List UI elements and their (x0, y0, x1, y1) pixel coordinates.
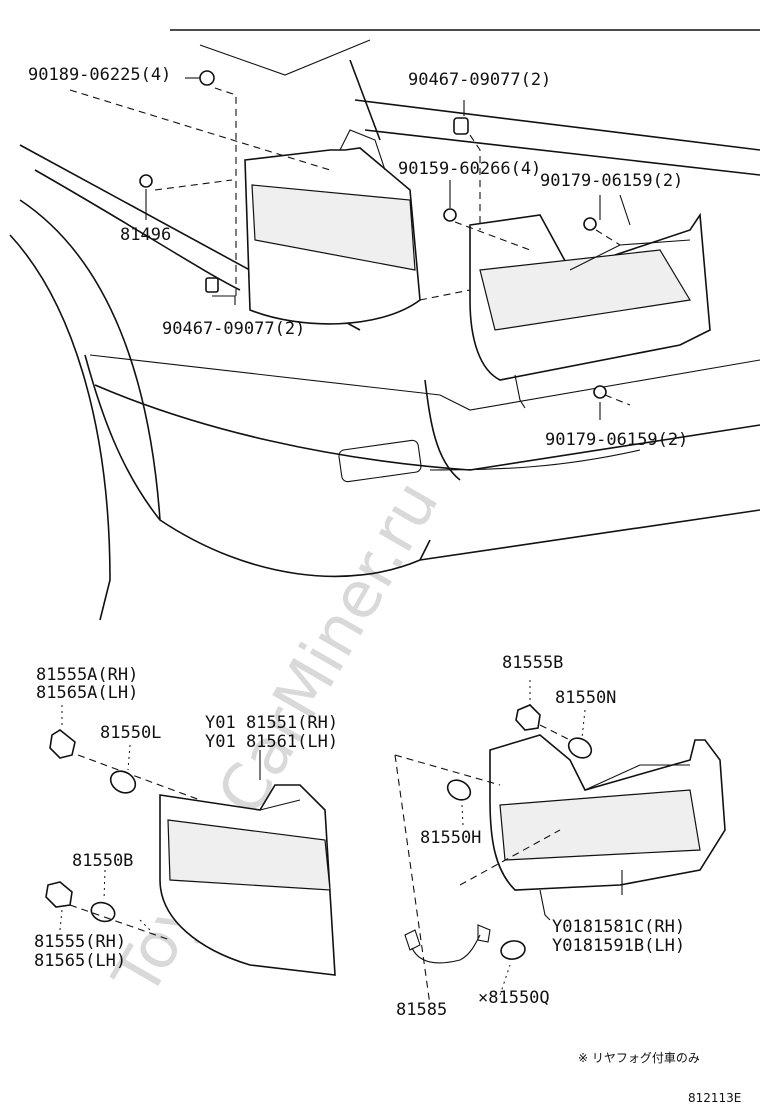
label-81555: 81555(RH) (34, 932, 126, 952)
label-81561: Y01 81561(LH) (205, 732, 338, 752)
label-90179-06159-bottom: 90179-06159(2) (545, 430, 688, 450)
label-81581c: Y0181581C(RH) (552, 917, 685, 937)
label-90159-60266: 90159-60266(4) (398, 159, 541, 179)
quarter-lamp-top (244, 129, 421, 325)
tail-lamp-exploded (394, 680, 726, 1006)
label-81555a: 81555A(RH) (36, 665, 138, 685)
label-81550h: 81550H (420, 828, 481, 848)
label-81496: 81496 (120, 225, 171, 245)
label-81565a: 81565A(LH) (36, 683, 138, 703)
fasteners-top (139, 70, 607, 399)
label-81555b: 81555B (502, 653, 563, 673)
label-81565: 81565(LH) (34, 951, 126, 971)
label-90467-09077-left: 90467-09077(2) (162, 319, 305, 339)
label-81585: 81585 (396, 1000, 447, 1020)
figure-id: 812113E (688, 1091, 741, 1105)
tail-lamp-top (469, 212, 711, 409)
label-90467-09077-top: 90467-09077(2) (408, 70, 551, 90)
part-labels: 90189-06225(4) 90467-09077(2) 90159-6026… (28, 65, 741, 1105)
label-90179-06159-top: 90179-06159(2) (540, 171, 683, 191)
footnote: ※ リヤフォグ付車のみ (578, 1051, 700, 1065)
quarter-lamp-exploded (45, 705, 336, 976)
label-90189-06225: 90189-06225(4) (28, 65, 171, 85)
leader-lines-top (69, 77, 631, 420)
vehicle-body-outline (9, 29, 760, 621)
label-81550b: 81550B (72, 851, 133, 871)
label-81551: Y01 81551(RH) (205, 713, 338, 733)
label-81550l: 81550L (100, 723, 161, 743)
label-81591b: Y0181591B(LH) (552, 936, 685, 956)
label-81550n: 81550N (555, 688, 616, 708)
label-81550q: ×81550Q (478, 988, 550, 1008)
